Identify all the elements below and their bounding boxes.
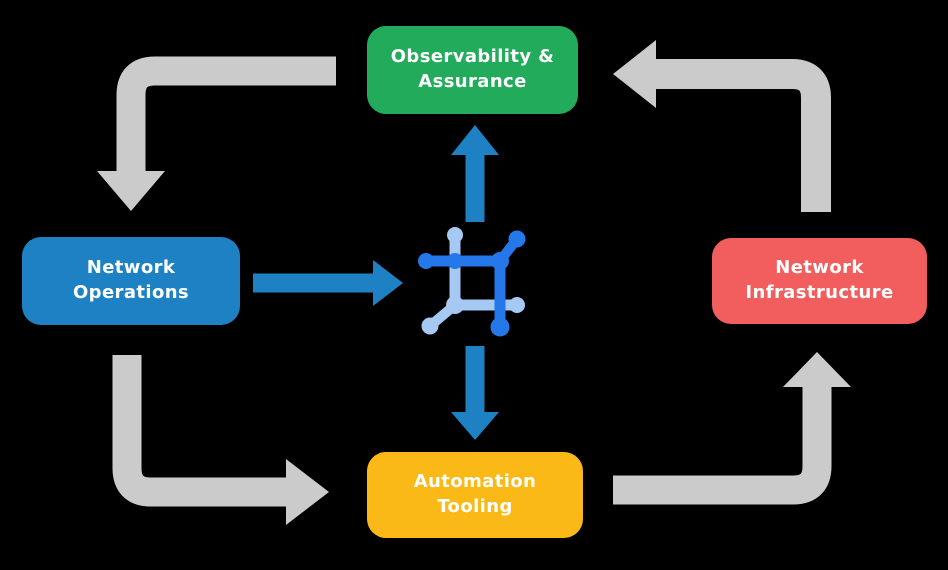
icon-node-top-right [508,230,526,248]
node-automation-tooling: Automation Tooling [367,452,583,538]
arrow-operations-to-automation [112,355,329,525]
arrow-operations-to-icon [253,260,403,306]
node-label-line: Network [86,257,176,279]
node-label-line: Operations [72,282,190,303]
network-mesh-icon [418,227,526,337]
icon-node-top-left-corner [447,253,463,269]
arrow-shaft [116,56,336,173]
arrow-assurance-to-operations [97,56,336,211]
icon-node-left [418,253,434,269]
arrow-head-up-icon [783,352,851,387]
node-label-line: Assurance [418,71,527,92]
node-observability-assurance: Observability & Assurance [367,26,578,114]
arrow-head-right-icon [373,260,403,306]
icon-dark-nodes [418,230,526,337]
arrow-head-right-icon [286,459,329,525]
node-label-line: Network [775,257,864,279]
arrow-infrastructure-to-assurance [613,40,831,212]
arrow-icon-to-assurance [451,125,499,222]
arrow-icon-to-automation [451,346,499,440]
arrow-head-left-icon [613,40,656,108]
arrow-head-down-icon [97,171,165,211]
arrow-automation-to-infrastructure [613,352,851,505]
node-network-infrastructure: Network Infrastructure [712,238,927,324]
node-label-line: Infrastructure [745,282,894,303]
arrow-head-down-icon [451,412,499,440]
icon-node-bottom-left-corner [446,296,464,314]
node-label-line: Tooling [437,496,513,517]
arrow-shaft [112,355,286,507]
node-label-line: Automation [413,471,537,493]
icon-light-nodes [421,227,525,335]
icon-node-right [509,297,525,313]
icon-node-top [447,227,463,243]
node-network-operations: Network Operations [22,237,240,325]
node-label-line: Observability & [390,46,555,68]
arrow-head-up-icon [451,125,499,155]
icon-node-bottom [490,317,510,337]
arrow-shaft [656,59,831,212]
icon-node-bottom-left [421,317,439,335]
arrow-shaft [613,386,832,505]
icon-node-top-right-corner [491,252,509,270]
